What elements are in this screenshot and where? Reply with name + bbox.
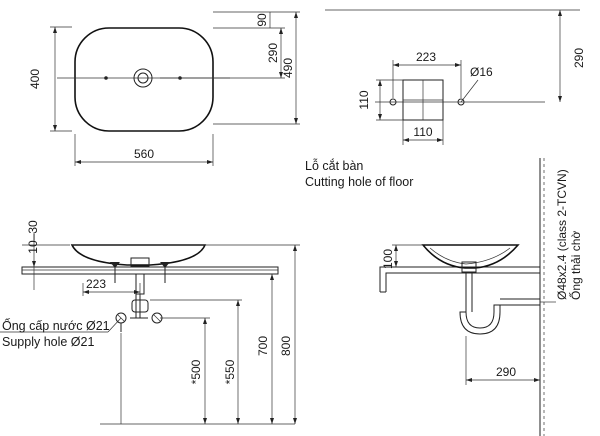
drain-inner [137,72,149,84]
supply-label-en: Supply hole Ø21 [2,335,94,349]
dim-800: 800 [279,336,293,356]
cutting-hole-label-vi: Lỗ cắt bàn [305,158,363,173]
basin-front [70,244,207,266]
front-view: 10–30 223 Ống cấp nước Ø21 Supply hole Ø… [0,220,300,425]
cutting-hole-view: 290 223 Ø16 110 110 Lỗ cắt bàn Cutting h [305,9,586,189]
dim-110-bottom: 110 [413,125,432,139]
dim-500: *500 [189,359,203,384]
drain-head [130,257,150,267]
dim-hole: Ø16 [470,65,493,79]
mark-left [104,76,108,80]
top-view: 400 560 90 290 490 [28,11,300,166]
dim-223-front: 223 [86,277,106,291]
dim-560: 560 [134,147,154,161]
cutting-hole-label-en: Cutting hole of floor [305,175,413,189]
dim-700: 700 [256,336,270,356]
dim-400: 400 [28,69,42,89]
dim-10-30: 10–30 [26,220,40,254]
p-trap [131,299,149,313]
pipe-label-vi: Ống thải chờ [568,231,583,300]
dim-90: 90 [255,13,269,27]
supply-label-vi: Ống cấp nước Ø21 [2,318,110,333]
drain-outer [133,68,153,88]
basin-outline-top [74,27,214,132]
dim-290: 290 [266,43,280,63]
hole-left [389,98,397,106]
dim-100: 100 [381,249,395,269]
dim-223-cut: 223 [416,50,436,64]
side-view: 100 290 Ø48x2.4 (class 2-TCVN) Ống thải … [379,158,583,436]
dim-490: 490 [281,58,295,78]
countertop [21,266,279,275]
basin-side [421,244,520,269]
pipe-label: Ø48x2.4 (class 2-TCVN) [555,169,569,300]
dim-290-side: 290 [496,365,516,379]
dim-290-cut: 290 [572,48,586,68]
dim-110-left: 110 [357,90,371,109]
dim-550: *550 [223,359,237,384]
hole-right [457,98,465,106]
